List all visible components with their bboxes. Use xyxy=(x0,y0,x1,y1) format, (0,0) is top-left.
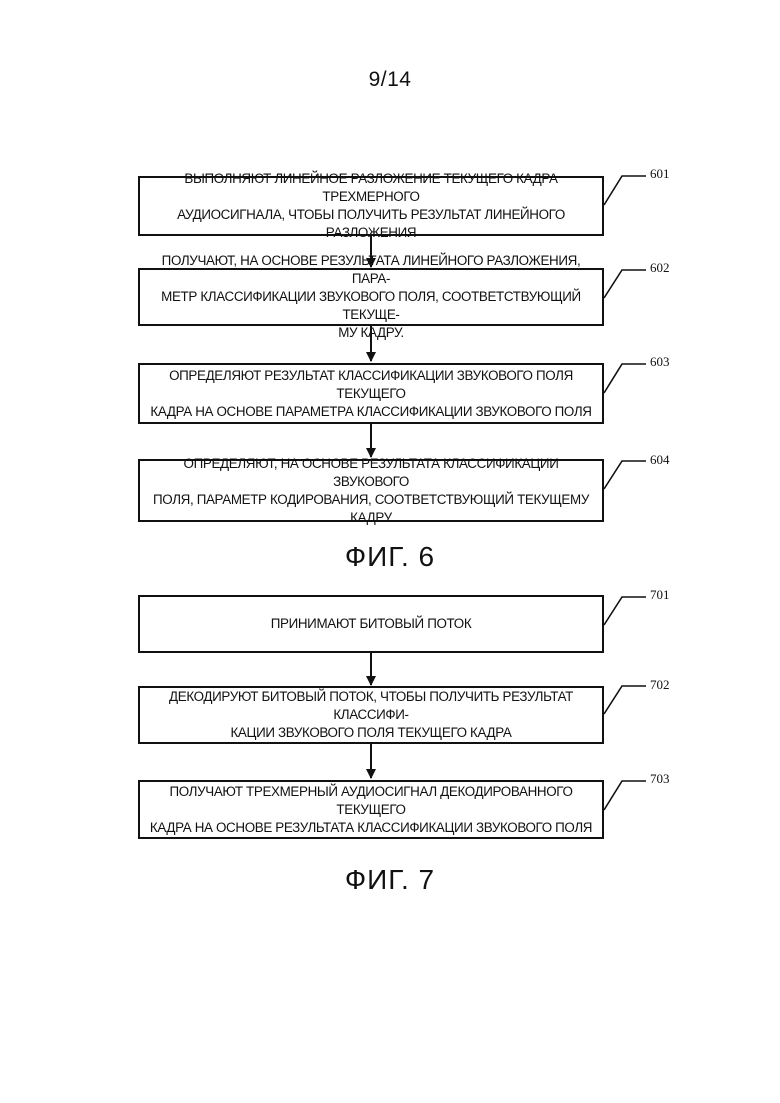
step-text-703: получают трехмерный аудиосигнал декодиро… xyxy=(148,783,594,837)
leader-603 xyxy=(604,364,646,393)
step-text-702: декодируют битовый поток, чтобы получить… xyxy=(148,688,594,742)
step-box-602: получают, на основе результата линейного… xyxy=(138,268,604,326)
leader-602 xyxy=(604,270,646,298)
step-box-703: получают трехмерный аудиосигнал декодиро… xyxy=(138,780,604,839)
step-text-601: выполняют линейное разложение текущего к… xyxy=(148,170,594,242)
ref-number-603: 603 xyxy=(650,354,670,370)
step-box-701: принимают битовый поток xyxy=(138,595,604,653)
ref-number-702: 702 xyxy=(650,677,670,693)
ref-number-602: 602 xyxy=(650,260,670,276)
leader-601 xyxy=(604,176,646,205)
step-text-604: определяют, на основе результата классиф… xyxy=(148,455,594,527)
figure-caption-6: ФИГ. 6 xyxy=(0,541,780,573)
leader-703 xyxy=(604,781,646,810)
step-text-701: принимают битовый поток xyxy=(271,615,472,633)
leader-702 xyxy=(604,686,646,714)
ref-number-601: 601 xyxy=(650,166,670,182)
step-box-601: выполняют линейное разложение текущего к… xyxy=(138,176,604,236)
leader-701 xyxy=(604,597,646,625)
step-text-603: определяют результат классификации звуко… xyxy=(148,367,594,421)
leader-604 xyxy=(604,461,646,489)
step-box-603: определяют результат классификации звуко… xyxy=(138,363,604,424)
ref-number-701: 701 xyxy=(650,587,670,603)
figure-caption-7: ФИГ. 7 xyxy=(0,864,780,896)
ref-number-703: 703 xyxy=(650,771,670,787)
ref-number-604: 604 xyxy=(650,452,670,468)
step-text-602: получают, на основе результата линейного… xyxy=(148,252,594,342)
step-box-702: декодируют битовый поток, чтобы получить… xyxy=(138,686,604,744)
step-box-604: определяют, на основе результата классиф… xyxy=(138,459,604,522)
